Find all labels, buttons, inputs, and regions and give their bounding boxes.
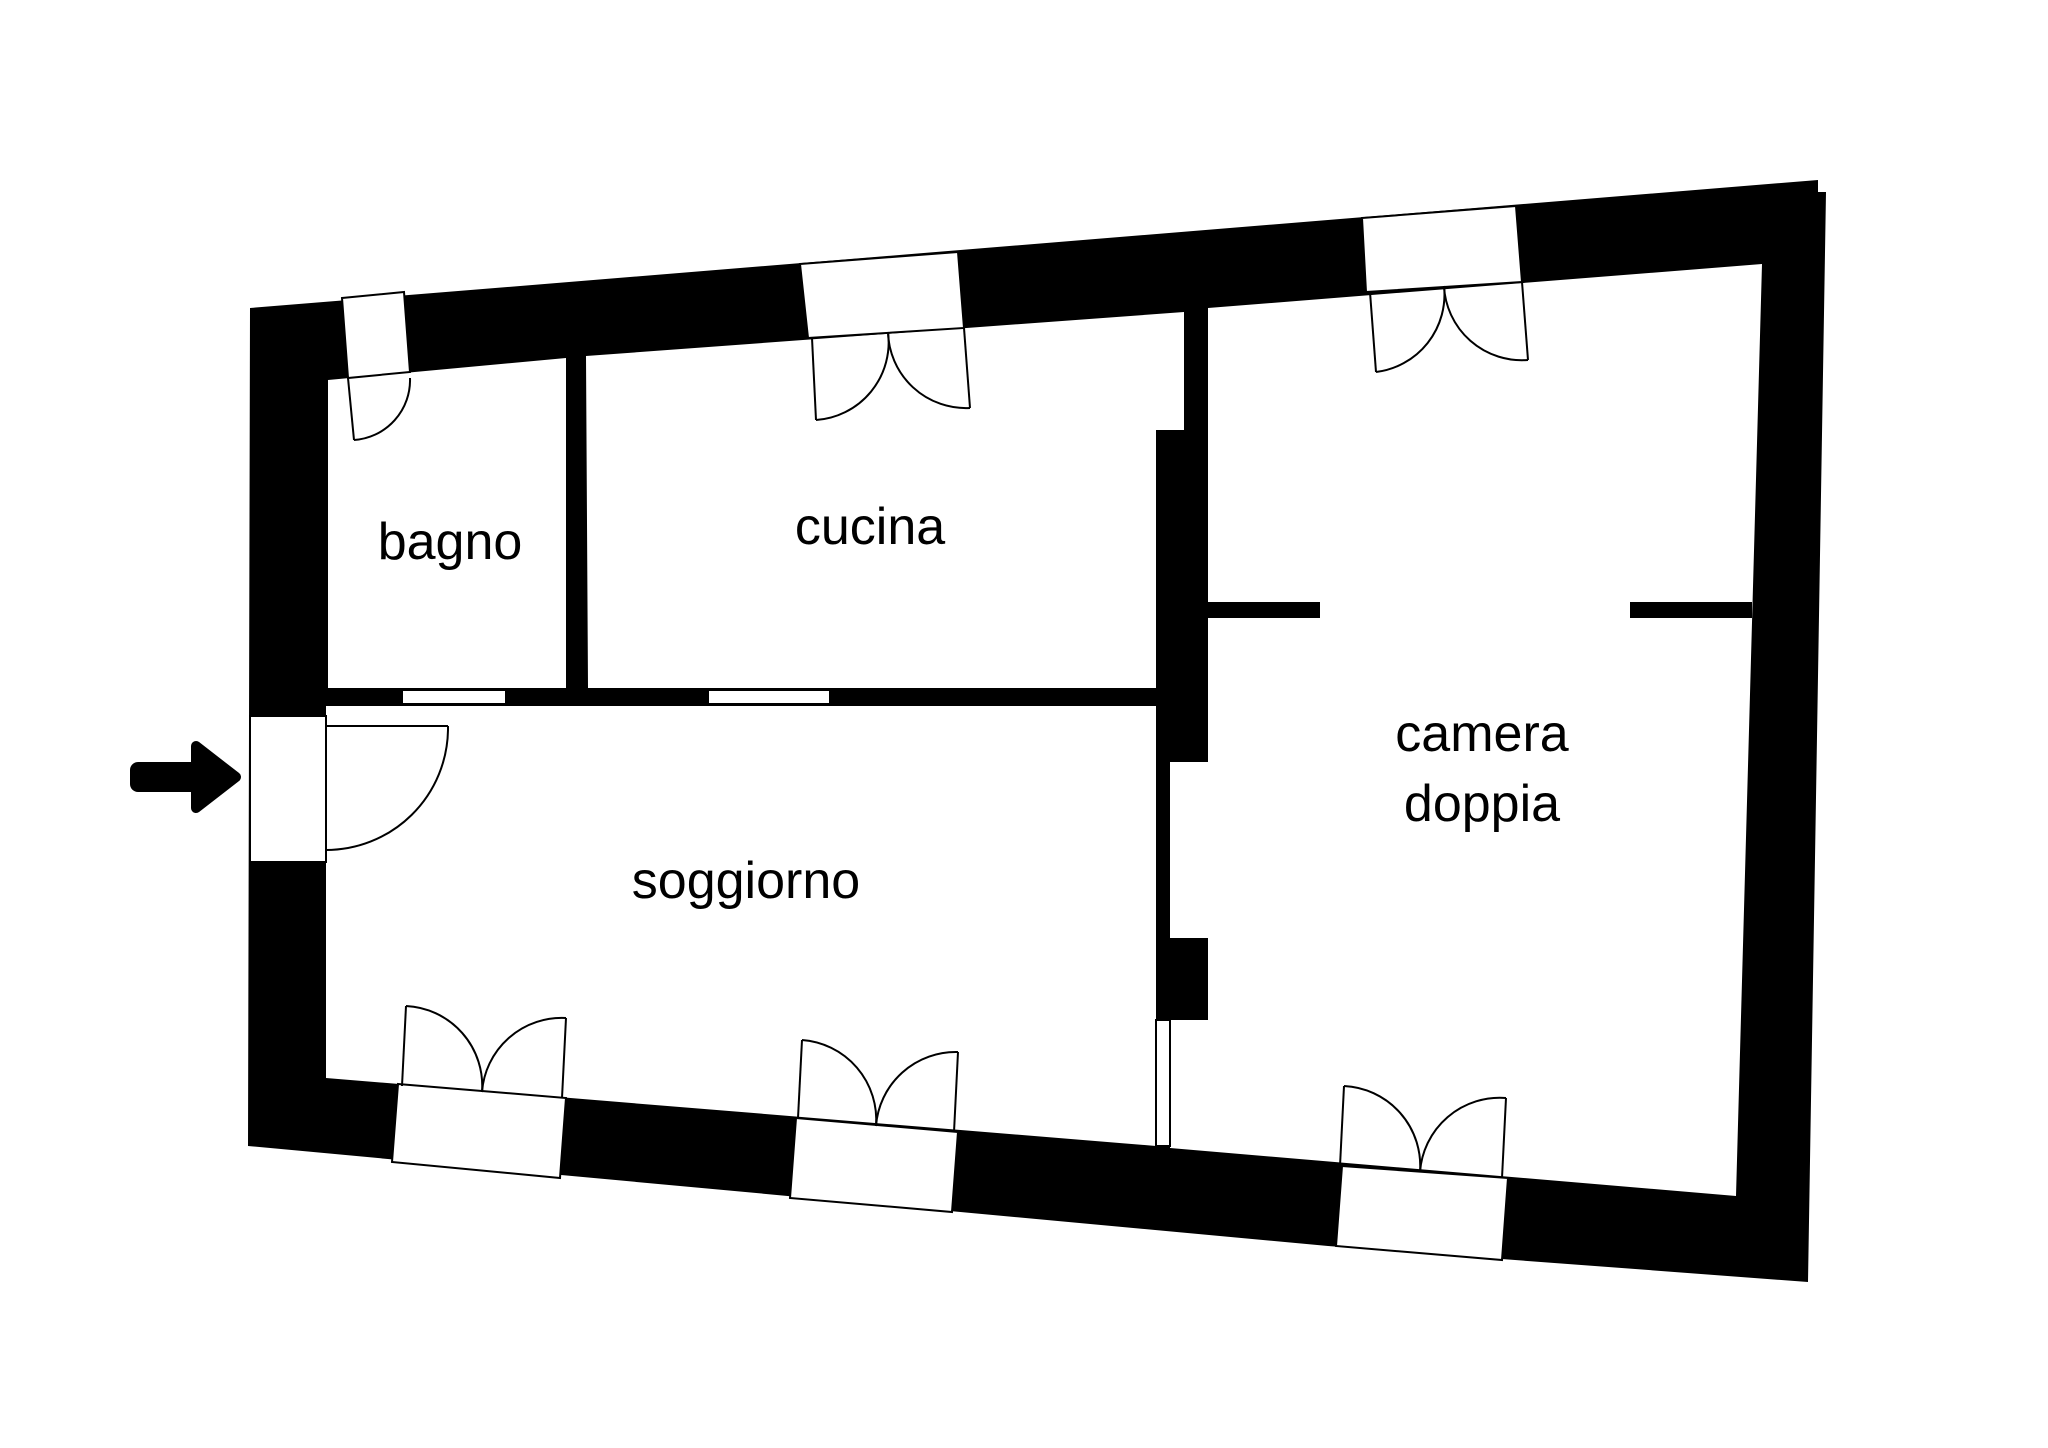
wall-camera-left xyxy=(1192,308,1208,762)
swing-soggiorno-left xyxy=(401,1005,567,1099)
swing-bagno xyxy=(347,377,412,441)
label-soggiorno: soggiorno xyxy=(632,852,860,910)
opening-cucina xyxy=(707,689,831,705)
arrow-right-icon xyxy=(130,741,241,813)
swing-entrance xyxy=(325,725,449,851)
swing-camera-top xyxy=(1369,281,1529,373)
swing-camera-bottom xyxy=(1339,1085,1507,1179)
label-camera-line1: camera xyxy=(1395,705,1568,763)
label-camera-line2: doppia xyxy=(1404,775,1560,833)
wall-stub-left xyxy=(1208,602,1320,618)
camera-jamb xyxy=(1155,1019,1171,1147)
room-cucina-floor xyxy=(586,312,1184,688)
swing-cucina xyxy=(811,327,971,421)
camera-column xyxy=(1158,938,1208,1020)
window-camera-bottom xyxy=(1334,1164,1510,1262)
wall-bagno-cucina xyxy=(566,358,586,688)
window-soggiorno-right xyxy=(788,1116,960,1214)
swing-soggiorno-right xyxy=(797,1039,959,1133)
window-camera-top xyxy=(1360,204,1524,294)
entrance-opening xyxy=(249,715,327,863)
window-bagno xyxy=(340,290,412,380)
wall-stub-right xyxy=(1630,602,1752,618)
room-camera-floor xyxy=(1170,264,1762,1196)
room-bagno-floor xyxy=(328,358,570,688)
window-cucina xyxy=(798,250,966,340)
label-cucina: cucina xyxy=(795,498,945,556)
opening-bagno xyxy=(401,689,507,705)
label-bagno: bagno xyxy=(378,513,523,571)
window-soggiorno-left xyxy=(390,1082,568,1180)
room-soggiorno-floor xyxy=(326,706,1156,1146)
